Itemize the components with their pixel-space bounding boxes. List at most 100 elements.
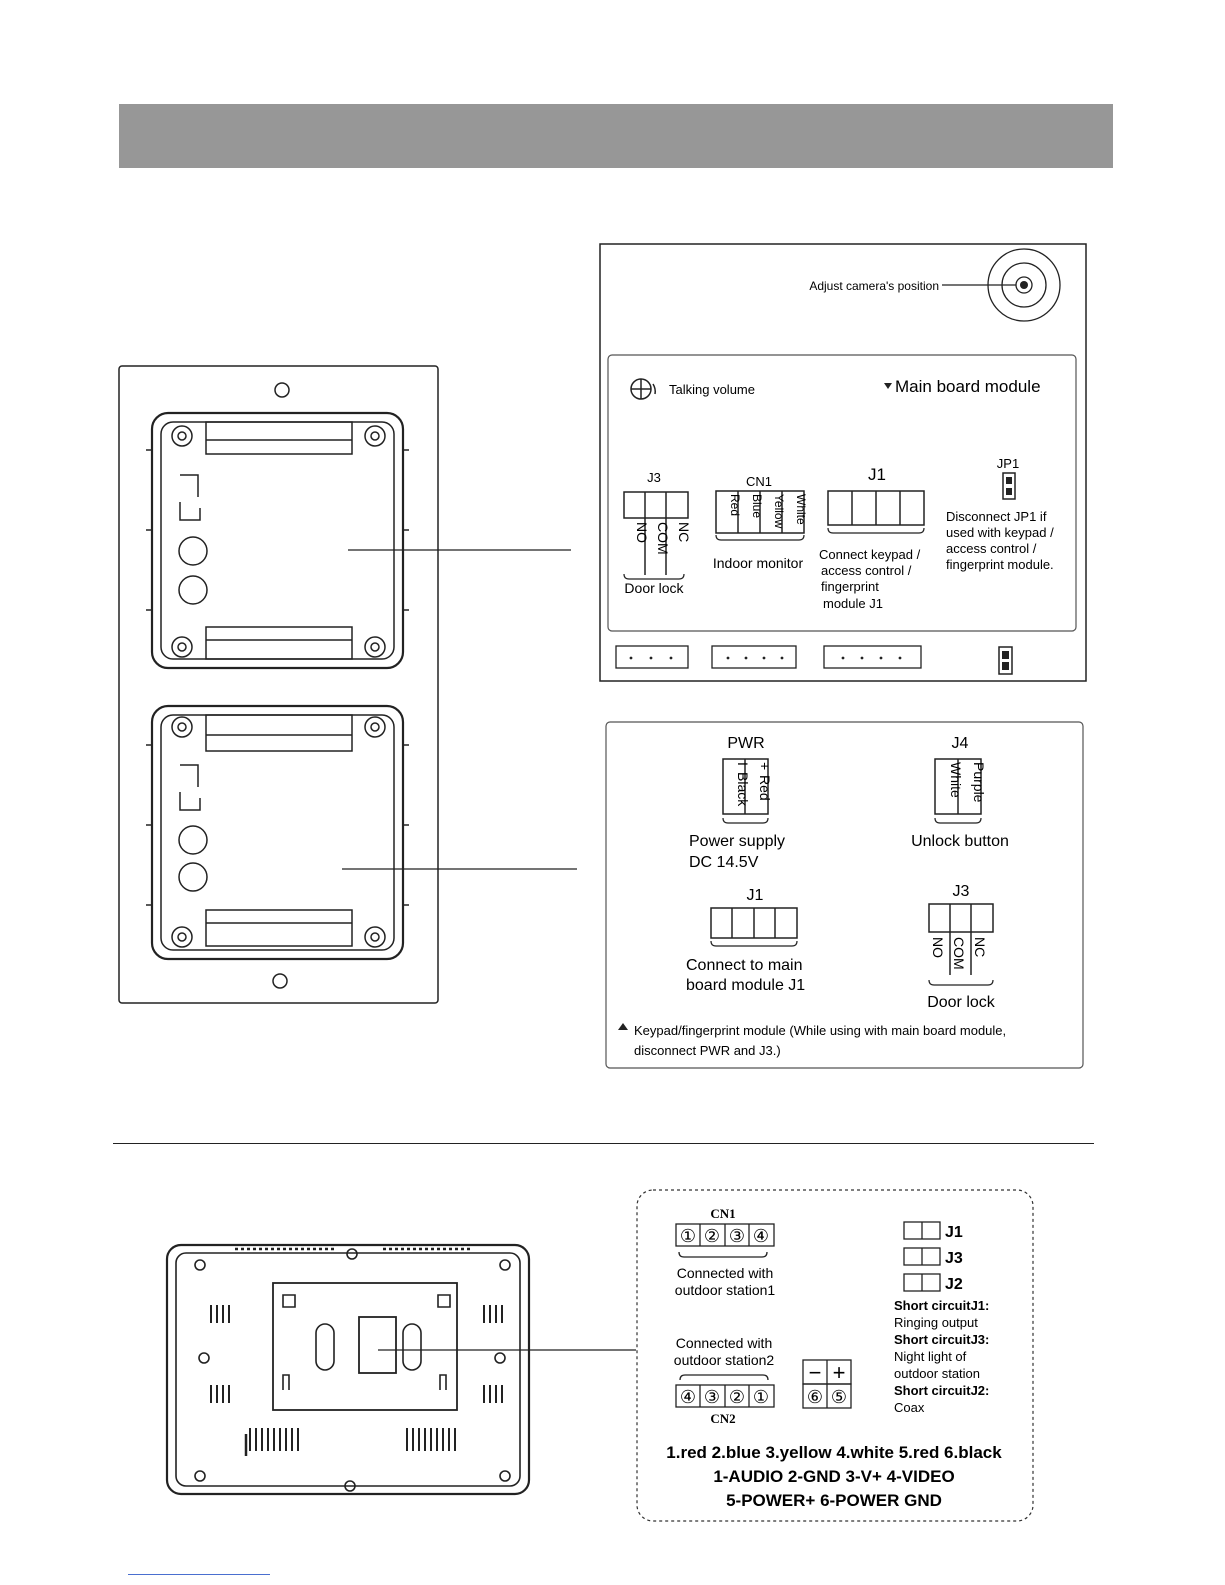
svg-text:I: I bbox=[735, 762, 751, 766]
indoor-cn1-caption: Connected with outdoor station1 bbox=[675, 1265, 776, 1298]
svg-text:Coax: Coax bbox=[894, 1400, 925, 1415]
svg-text:−: − bbox=[809, 1360, 822, 1385]
svg-text:⑥: ⑥ bbox=[807, 1387, 823, 1407]
cn1-label: CN1 bbox=[746, 474, 772, 489]
volume-knob-icon bbox=[630, 378, 656, 400]
svg-text:COM: COM bbox=[951, 937, 967, 970]
svg-text:module J1: module J1 bbox=[823, 596, 883, 611]
indoor-short-notes: Short circuitJ1: Ringing output Short ci… bbox=[894, 1298, 989, 1415]
svg-text:Short circuitJ2:: Short circuitJ2: bbox=[894, 1383, 989, 1398]
svg-text:Disconnect JP1 if: Disconnect JP1 if bbox=[946, 509, 1047, 524]
svg-text:1.red 2.blue 3.yellow 4.: 1.red 2.blue 3.yellow 4.white 5.red 6.bl… bbox=[666, 1443, 1002, 1462]
svg-text:Red: Red bbox=[757, 775, 773, 801]
keypad-j3-label: J3 bbox=[953, 883, 970, 900]
j1-label: J1 bbox=[868, 465, 886, 484]
cn1-caption: Indoor monitor bbox=[713, 555, 804, 571]
pwr-pins: I Black + Red bbox=[735, 762, 773, 807]
svg-text:Ringing output: Ringing output bbox=[894, 1315, 978, 1330]
svg-text:disconnect PWR and J3.): disconnect PWR and J3.) bbox=[634, 1043, 781, 1058]
footer-link-underline bbox=[128, 1574, 270, 1575]
svg-text:Short circuitJ3:: Short circuitJ3: bbox=[894, 1332, 989, 1347]
svg-text:Night light of: Night light of bbox=[894, 1349, 967, 1364]
volume-label: Talking volume bbox=[669, 382, 755, 397]
svg-text:Connect to main: Connect to main bbox=[686, 957, 803, 974]
j4-pins: White Purple bbox=[948, 762, 987, 803]
svg-text:④: ④ bbox=[753, 1226, 769, 1246]
svg-text:NC: NC bbox=[676, 522, 692, 542]
indoor-jumper-labels: J1 J3 J2 bbox=[945, 1224, 963, 1293]
svg-text:①: ① bbox=[753, 1387, 769, 1407]
svg-text:Red: Red bbox=[728, 494, 742, 516]
indoor-cn1-label: CN1 bbox=[710, 1206, 735, 1221]
keypad-j1-label: J1 bbox=[747, 887, 764, 904]
svg-text:DC 14.5V: DC 14.5V bbox=[689, 854, 759, 871]
svg-text:②: ② bbox=[704, 1226, 720, 1246]
note-marker-icon bbox=[618, 1023, 628, 1030]
svg-text:J3: J3 bbox=[945, 1250, 963, 1267]
j4-connector bbox=[934, 758, 982, 815]
j3-label: J3 bbox=[647, 470, 661, 485]
upper-housing bbox=[146, 411, 409, 670]
module-marker-icon bbox=[884, 383, 892, 389]
pwr-connector bbox=[722, 758, 769, 815]
svg-text:Connected with: Connected with bbox=[676, 1335, 773, 1351]
svg-text:③: ③ bbox=[729, 1226, 745, 1246]
lower-housing bbox=[146, 704, 409, 961]
svg-text:Connect keypad /: Connect keypad / bbox=[819, 547, 921, 562]
svg-text:Purple: Purple bbox=[971, 762, 987, 803]
svg-text:NO: NO bbox=[930, 937, 946, 958]
svg-text:COM: COM bbox=[655, 522, 671, 555]
svg-text:access control /: access control / bbox=[946, 541, 1037, 556]
svg-text:Blue: Blue bbox=[750, 494, 764, 518]
keypad-j3-connector bbox=[928, 903, 994, 975]
keypad-j1-caption: Connect to main board module J1 bbox=[686, 957, 805, 994]
keypad-j1-connector bbox=[710, 907, 798, 939]
svg-text:Black: Black bbox=[735, 772, 751, 807]
board-edge-headers bbox=[615, 645, 922, 669]
j4-label: J4 bbox=[952, 735, 969, 752]
module-title: Main board module bbox=[895, 377, 1041, 396]
camera-label: Adjust camera's position bbox=[809, 279, 939, 293]
jp1-jumper bbox=[1002, 472, 1016, 500]
mounting-plate bbox=[118, 365, 439, 1004]
indoor-cn2-label: CN2 bbox=[710, 1411, 735, 1426]
svg-text:NC: NC bbox=[972, 937, 988, 957]
svg-text:access control /: access control / bbox=[821, 563, 912, 578]
j4-caption: Unlock button bbox=[911, 833, 1009, 850]
title-bar bbox=[119, 104, 1113, 168]
j1-caption: Connect keypad / access control / finger… bbox=[819, 547, 921, 611]
screw-hole-bottom bbox=[272, 973, 288, 989]
j3-caption: Door lock bbox=[624, 580, 684, 596]
indoor-cn1-pins: ① ② ③ ④ bbox=[680, 1226, 769, 1246]
indoor-power-connector bbox=[802, 1359, 852, 1409]
j3-pins: NO COM NC bbox=[634, 522, 692, 555]
svg-text:Connected with: Connected with bbox=[677, 1265, 774, 1281]
svg-text:fingerprint: fingerprint bbox=[821, 579, 879, 594]
svg-text:Keypad/fingerprint module (Whi: Keypad/fingerprint module (While using w… bbox=[634, 1023, 1006, 1038]
keypad-j3-pins: NO COM NC bbox=[930, 937, 988, 970]
svg-text:used with keypad /: used with keypad / bbox=[946, 525, 1054, 540]
svg-text:Power supply: Power supply bbox=[689, 833, 785, 850]
svg-text:White: White bbox=[794, 494, 808, 525]
j3-connector bbox=[623, 491, 689, 575]
svg-text:②: ② bbox=[729, 1387, 745, 1407]
indoor-cn2-pins: ④ ③ ② ① bbox=[680, 1387, 769, 1407]
j1-connector bbox=[827, 490, 925, 526]
section-divider bbox=[113, 1143, 1094, 1144]
svg-text:+: + bbox=[757, 762, 773, 770]
indoor-cn2-caption: Connected with outdoor station2 bbox=[674, 1335, 775, 1368]
svg-text:Short circuitJ1:: Short circuitJ1: bbox=[894, 1298, 989, 1313]
svg-text:⑤: ⑤ bbox=[831, 1387, 847, 1407]
svg-text:fingerprint module.: fingerprint module. bbox=[946, 557, 1054, 572]
svg-text:④: ④ bbox=[680, 1387, 696, 1407]
svg-text:③: ③ bbox=[704, 1387, 720, 1407]
indoor-jumpers bbox=[903, 1221, 941, 1292]
svg-text:outdoor station: outdoor station bbox=[894, 1366, 980, 1381]
svg-text:outdoor station2: outdoor station2 bbox=[674, 1352, 775, 1368]
svg-text:White: White bbox=[948, 762, 964, 798]
svg-text:+: + bbox=[833, 1360, 846, 1385]
